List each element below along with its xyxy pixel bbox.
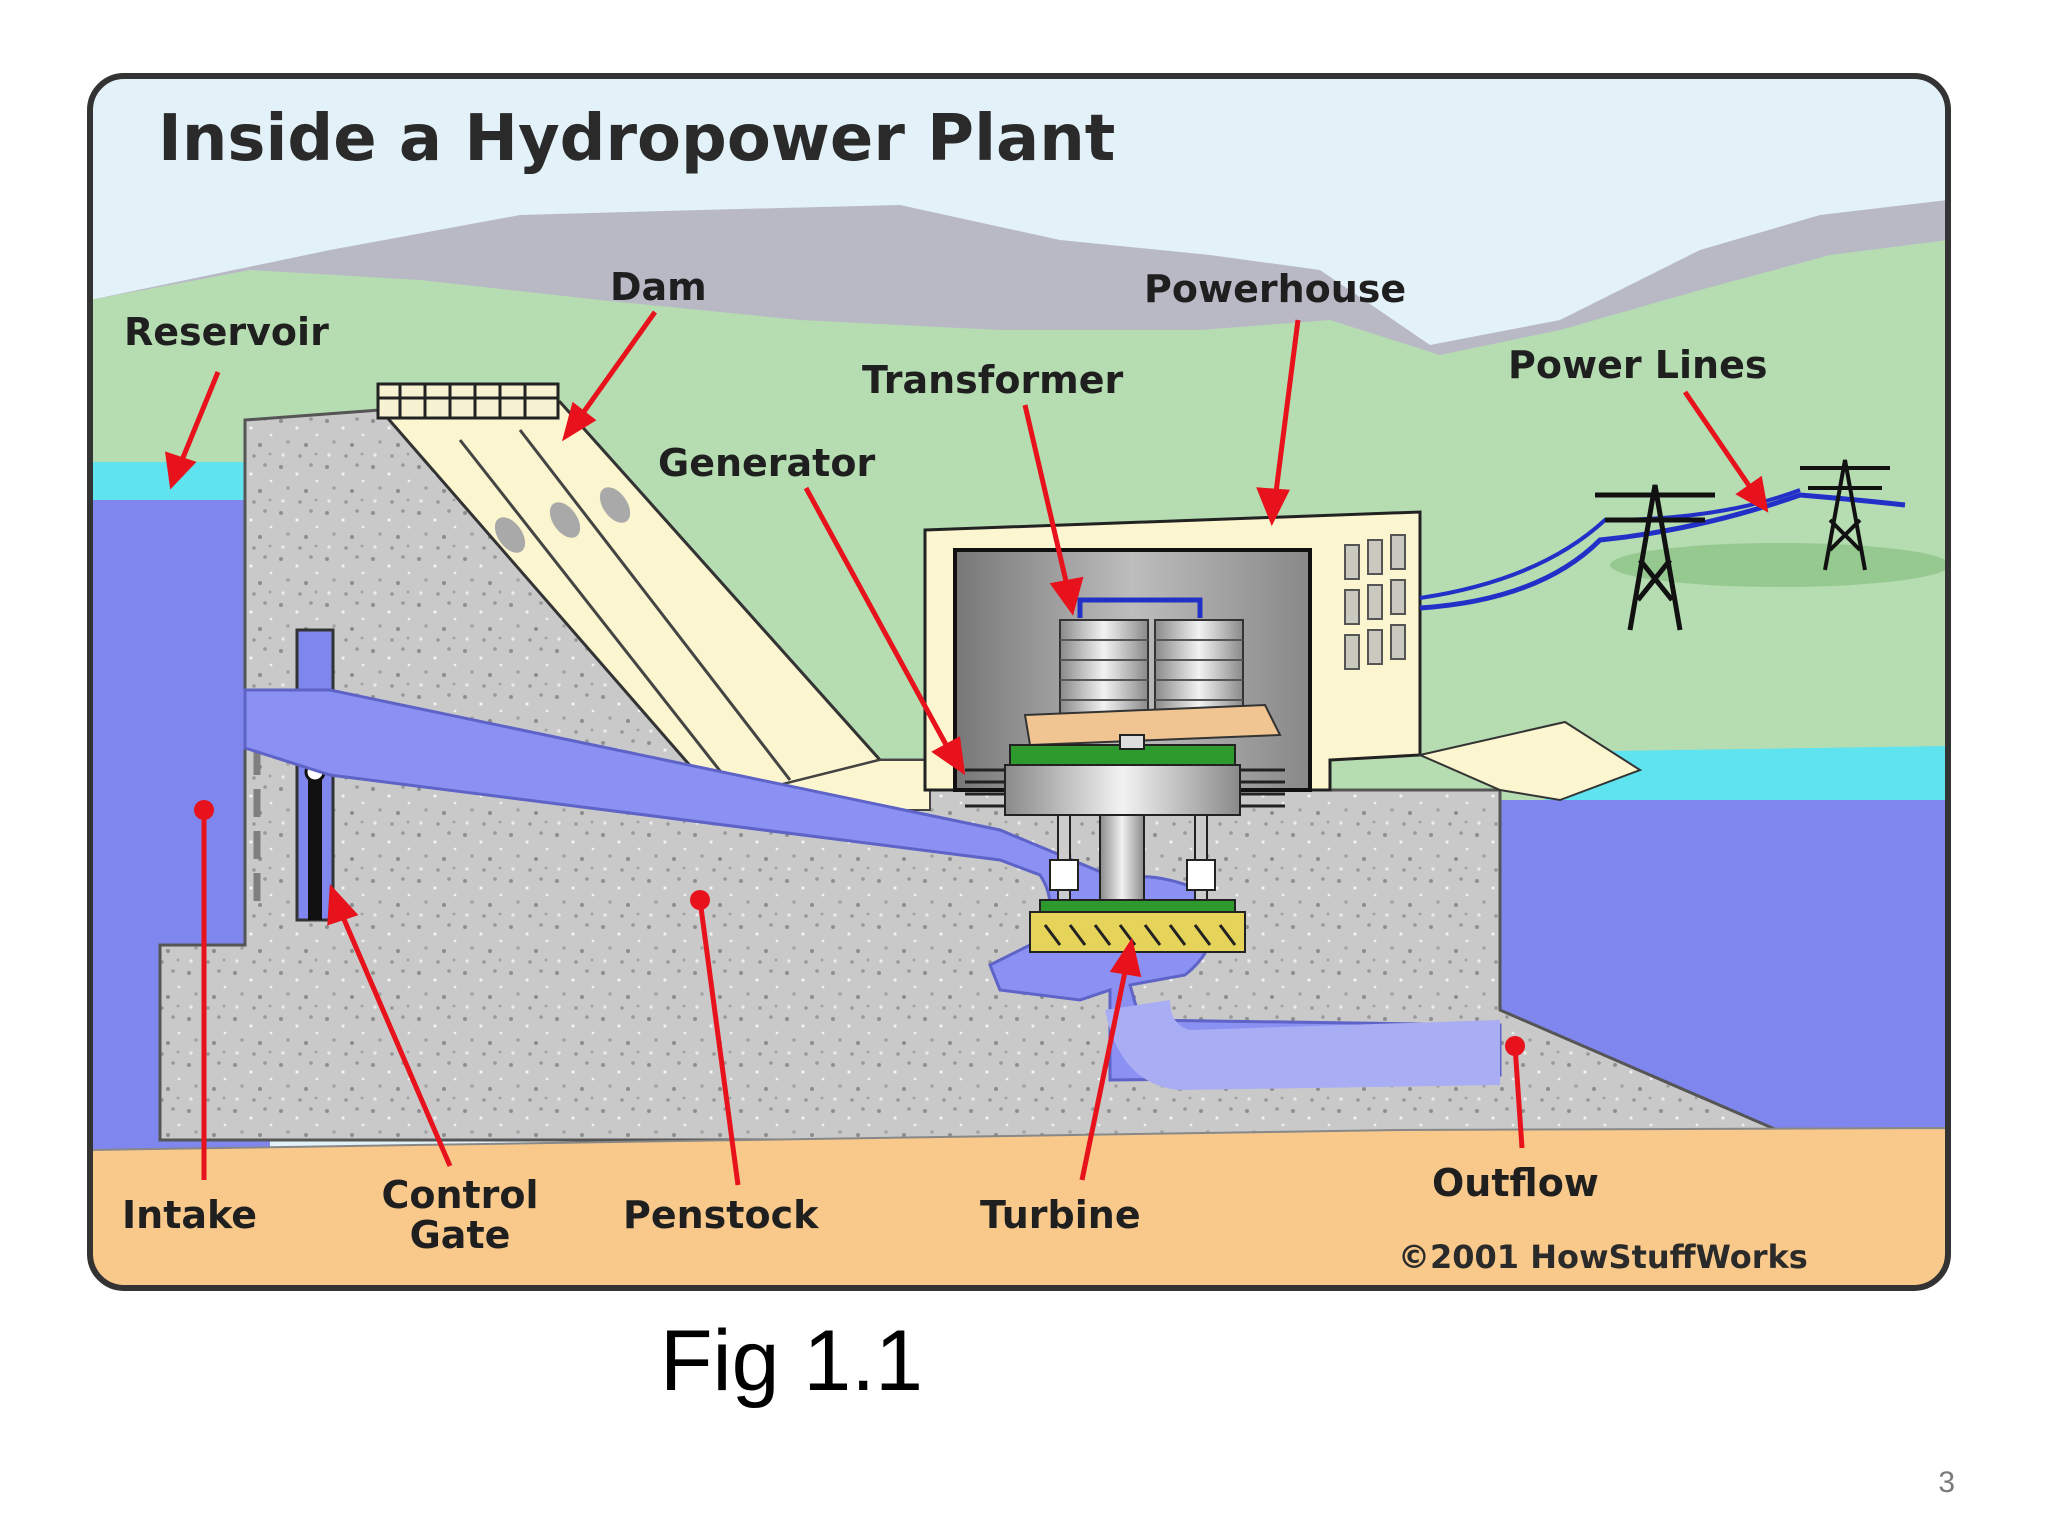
- label-generator: Generator: [658, 441, 875, 485]
- diagram-frame: Inside a Hydropower Plant Reservoir Dam …: [90, 76, 1948, 1288]
- label-intake: Intake: [122, 1193, 257, 1237]
- dam-railing: [376, 382, 560, 420]
- dam-vent: [549, 502, 581, 538]
- transmission-tower: [1800, 459, 1890, 571]
- generator: [965, 734, 1285, 816]
- label-control-gate: Control: [381, 1173, 538, 1217]
- tailrace-surface: [1545, 746, 1948, 810]
- ground: [90, 1126, 1948, 1288]
- label-outflow: Outflow: [1432, 1161, 1599, 1205]
- label-reservoir: Reservoir: [124, 310, 329, 354]
- label-control-gate: Gate: [410, 1213, 511, 1257]
- dam-vent: [494, 517, 526, 553]
- label-turbine: Turbine: [980, 1193, 1141, 1237]
- page-number: 3: [1938, 1466, 1955, 1499]
- figure-caption: Fig 1.1: [660, 1313, 923, 1409]
- power-lines: [1419, 459, 1948, 631]
- label-power-lines: Power Lines: [1508, 343, 1768, 387]
- diagram-title: Inside a Hydropower Plant: [158, 102, 1115, 176]
- copyright: ©2001 HowStuffWorks: [1398, 1238, 1808, 1276]
- transmission-tower: [1595, 484, 1715, 631]
- label-arrows: [164, 310, 1769, 1186]
- label-powerhouse: Powerhouse: [1144, 267, 1406, 311]
- turbine-assembly: [1029, 814, 1246, 953]
- label-penstock: Penstock: [623, 1193, 819, 1237]
- diagram-border: [87, 73, 1951, 1291]
- label-transformer: Transformer: [862, 358, 1124, 402]
- dam-vent: [599, 487, 631, 523]
- control-gate: [308, 770, 322, 920]
- outflow-channel: [1105, 1000, 1500, 1090]
- transformer: [1023, 597, 1282, 747]
- label-dam: Dam: [610, 265, 707, 309]
- tailrace-deck: [1416, 720, 1643, 802]
